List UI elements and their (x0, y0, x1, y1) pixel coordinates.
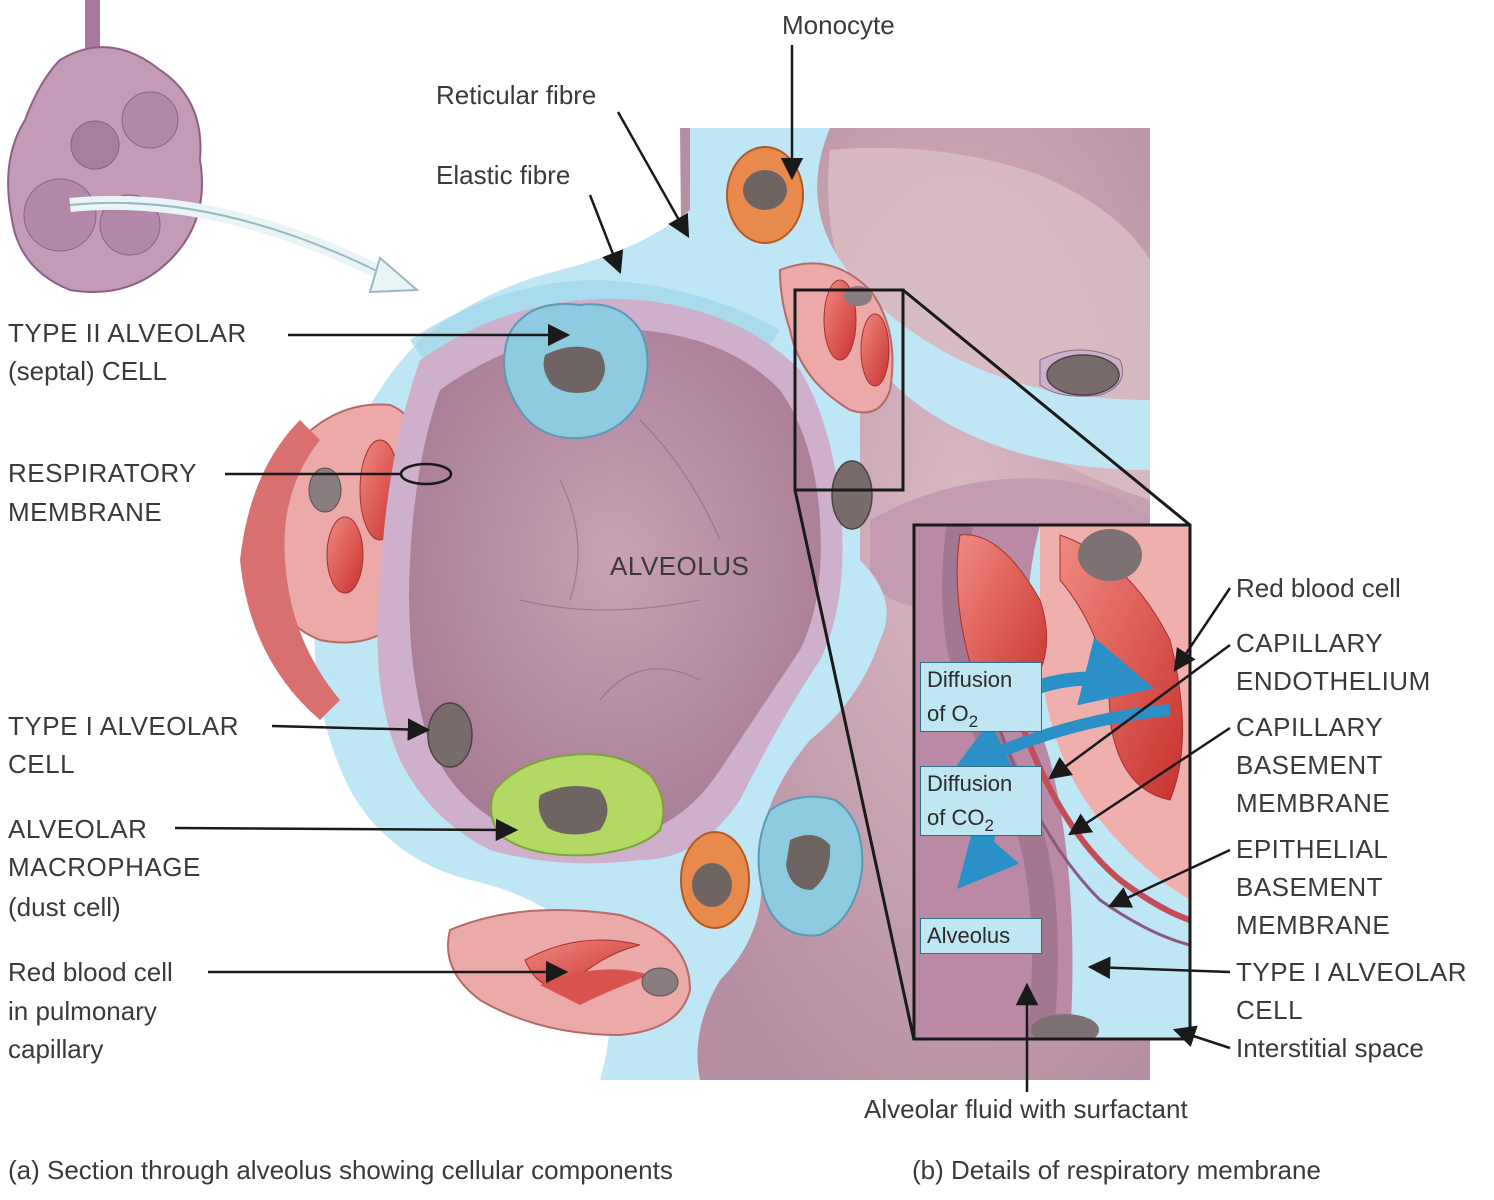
label-macrophage-line1: ALVEOLAR (8, 814, 148, 844)
label-alveolus: ALVEOLUS (610, 551, 750, 581)
label-rbc-capillary-line2: in pulmonary (8, 996, 157, 1026)
label-epithelial-basement-line2: BASEMENT (1236, 872, 1384, 902)
left-capillary (240, 403, 423, 720)
label-rbc-capillary-line3: capillary (8, 1034, 104, 1064)
alveolar-macrophage (490, 753, 665, 857)
label-elastic-fibre: Elastic fibre (436, 160, 571, 190)
box-diffusion-o2-line2: of O2 (927, 701, 979, 731)
label-red-blood-cell: Red blood cell (1236, 573, 1401, 603)
box-diffusion-o2-line1: Diffusion (927, 667, 1013, 692)
label-macrophage-line3: (dust cell) (8, 892, 121, 922)
monocytes (680, 146, 804, 929)
label-capillary-basement-line3: MEMBRANE (1236, 788, 1391, 818)
label-type1-line1: TYPE I ALVEOLAR (8, 711, 240, 741)
pointer-arrows (174, 45, 1232, 1092)
lower-capillary (447, 909, 692, 1037)
type-2-alveolar-cell (503, 303, 649, 440)
label-capillary-basement-line2: BASEMENT (1236, 750, 1384, 780)
caption-a: (a) Section through alveolus showing cel… (8, 1155, 673, 1185)
label-alveolar-fluid: Alveolar fluid with surfactant (864, 1094, 1188, 1124)
box-diffusion-co2-line2: of CO2 (927, 805, 994, 835)
label-macrophage-line2: MACROPHAGE (8, 852, 201, 882)
label-rbc-capillary-line1: Red blood cell (8, 957, 173, 987)
alveolar-sac-lobule (7, 0, 420, 294)
box-diffusion-o2: Diffusion of O2 (920, 662, 1042, 732)
box-diffusion-co2-line1: Diffusion (927, 771, 1013, 796)
label-epithelial-basement-line1: EPITHELIAL (1236, 834, 1389, 864)
box-diffusion-co2: Diffusion of CO2 (920, 766, 1042, 836)
label-type1-line2: CELL (8, 749, 76, 779)
label-capillary-basement-line1: CAPILLARY (1236, 712, 1384, 742)
box-alveolus: Alveolus (920, 918, 1042, 954)
inset-region-marker (793, 288, 905, 492)
label-reticular-fibre: Reticular fibre (436, 80, 597, 110)
respiratory-membrane-marker (399, 462, 453, 486)
label-type2-line2: (septal) CELL (8, 356, 167, 386)
label-type1-right-line2: CELL (1236, 995, 1304, 1025)
label-respiratory-membrane-line1: RESPIRATORY (8, 458, 197, 488)
label-epithelial-basement-line3: MEMBRANE (1236, 910, 1391, 940)
label-monocyte: Monocyte (782, 10, 895, 40)
label-interstitial-space: Interstitial space (1236, 1033, 1424, 1063)
upper-capillary (778, 262, 894, 414)
alveolus-lumen (409, 329, 821, 840)
type-2-cell-lower (757, 795, 864, 937)
caption-b: (b) Details of respiratory membrane (912, 1155, 1321, 1185)
label-capillary-endothelium-line2: ENDOTHELIUM (1236, 666, 1431, 696)
label-respiratory-membrane-line2: MEMBRANE (8, 497, 163, 527)
label-type1-right-line1: TYPE I ALVEOLAR (1236, 957, 1468, 987)
label-capillary-endothelium-line1: CAPILLARY (1236, 628, 1384, 658)
label-type2-line1: TYPE II ALVEOLAR (8, 318, 247, 348)
